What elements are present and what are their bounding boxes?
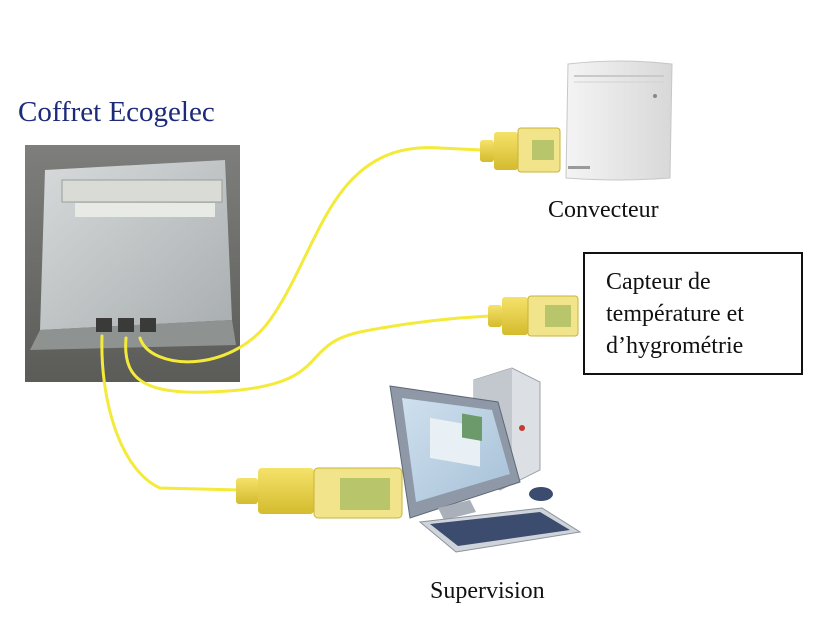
cable-to-sensor	[124, 314, 492, 394]
cable-to-convector	[138, 146, 484, 364]
sensor-label-box: Capteur de température et d’hygrométrie	[583, 252, 803, 375]
sensor-label-line-2: température et	[606, 301, 744, 327]
cabinet-image	[25, 145, 240, 382]
connector-supervision	[236, 467, 403, 519]
cabinet-title: Coffret Ecogelec	[18, 96, 215, 128]
sensor-label-line-1: Capteur de	[606, 269, 711, 295]
cable-to-supervision	[100, 334, 242, 492]
supervision-label: Supervision	[430, 578, 545, 604]
convector-image	[565, 60, 673, 181]
connector-sensor	[488, 295, 579, 337]
sensor-label-line-3: d’hygrométrie	[606, 333, 744, 359]
connector-convector	[480, 127, 561, 173]
cables	[100, 146, 492, 492]
convector-label: Convecteur	[548, 197, 659, 223]
computer-image	[389, 367, 582, 553]
